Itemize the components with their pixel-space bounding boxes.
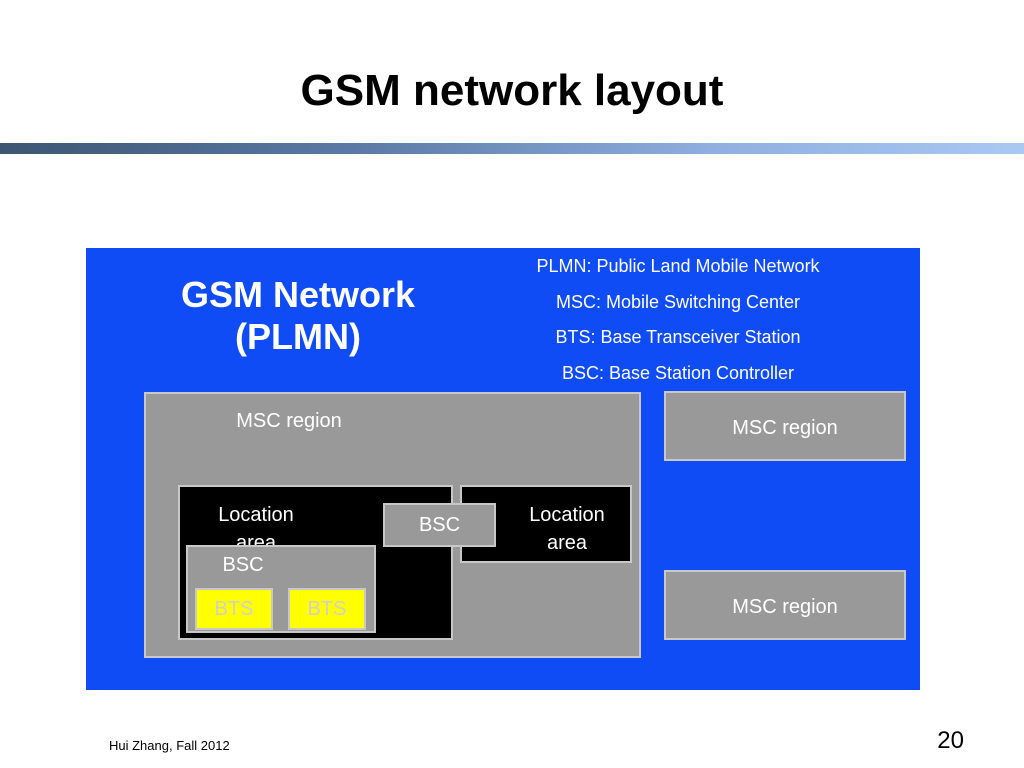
location-area-right-label: Location area xyxy=(529,504,605,554)
bsc-inner-label: BSC xyxy=(222,554,264,576)
bts-box-2: BTS xyxy=(288,588,366,630)
legend-item-plmn: PLMN: Public Land Mobile Network xyxy=(536,256,820,276)
slide-footer: Hui Zhang, Fall 2012 xyxy=(109,738,230,753)
bsc-middle-box: BSC xyxy=(383,503,496,547)
legend-item-bsc: BSC: Base Station Controller xyxy=(561,362,795,383)
msc-region-right-bottom-label: MSC region xyxy=(732,596,838,618)
network-title: GSM Network (PLMN) xyxy=(160,274,436,358)
network-title-line1: GSM Network xyxy=(180,274,416,315)
slide-title: GSM network layout xyxy=(300,66,724,115)
msc-region-right-bottom: MSC region xyxy=(664,570,906,640)
bts-box-1: BTS xyxy=(195,588,273,630)
msc-region-right-top-label: MSC region xyxy=(732,417,838,439)
msc-region-main-label: MSC region xyxy=(236,410,342,432)
msc-region-right-top: MSC region xyxy=(664,391,906,461)
network-title-line2: (PLMN) xyxy=(235,316,361,357)
page-number: 20 xyxy=(937,727,964,754)
legend-item-bts: BTS: Base Transceiver Station xyxy=(555,327,801,347)
title-underline xyxy=(0,143,1024,154)
legend-item-msc: MSC: Mobile Switching Center xyxy=(555,291,801,312)
acronym-legend: PLMN: Public Land Mobile Network MSC: Mo… xyxy=(500,250,856,392)
